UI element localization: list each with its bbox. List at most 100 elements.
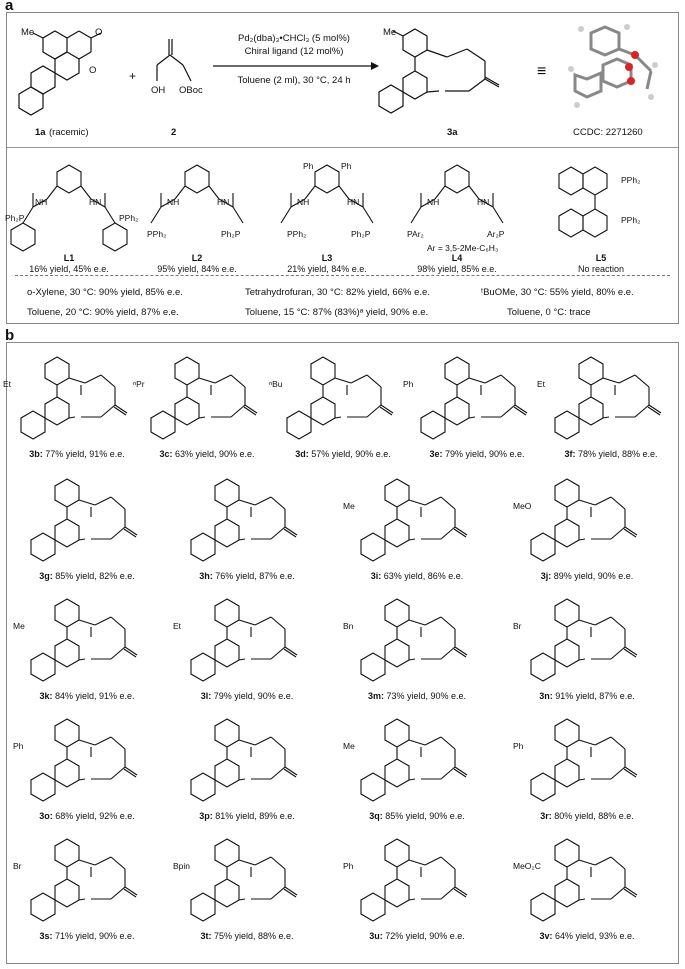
product-structure [190,718,298,802]
condition-entry-6: Toluene, 0 °C: trace [507,307,591,318]
ligand-group-label: Ph₂P [351,229,371,239]
product-id: 3p: [199,811,213,821]
product-caption: 3h: 76% yield, 87% e.e. [172,571,322,581]
condition-line-2: Chiral ligand (12 mol%) [244,46,344,57]
substituent-label: Ph [13,741,24,751]
product-caption: 3l: 79% yield, 90% e.e. [172,691,322,701]
product-result: 63% yield, 90% e.e. [174,449,255,459]
substituent-label: Et [173,621,182,631]
ligand-structure-l4 [410,164,504,224]
product-id: 3q: [369,811,383,821]
product-structure [530,718,638,802]
ligand-structure-l5 [558,166,608,238]
ligand-group-label: NH [35,197,48,207]
product-caption: 3q: 85% yield, 90% e.e. [342,811,492,821]
reagent-2-structure [156,39,192,82]
product-caption: 3g: 85% yield, 82% e.e. [12,571,162,581]
product-result: 79% yield, 90% e.e. [213,691,294,701]
product-caption: 3n: 91% yield, 87% e.e. [512,691,662,701]
ligand-group-label: NH [427,197,440,207]
product-result: 68% yield, 92% e.e. [55,811,135,821]
product-caption: 3f: 78% yield, 88% e.e. [536,449,685,459]
ligand-id-l2: L2 [191,253,203,263]
product-id: 3l: [200,691,212,701]
ligand-group-label: NH [167,197,180,207]
ligand-group-label: Ar = 3,5-2Me-C₆H₃ [427,243,499,253]
product-caption: 3s: 71% yield, 90% e.e. [12,931,162,941]
ligand-group-label: PPh₂ [119,213,139,223]
product-result: 64% yield, 93% e.e. [554,931,635,941]
condition-entry-2: Tetrahydrofuran, 30 °C: 82% yield, 66% e… [245,287,430,298]
product-id: 3i: [370,571,382,581]
ligand-group-label: HN [347,197,360,207]
product-id: 3d: [295,449,309,459]
ligand-result-l1: 16% yield, 45% e.e. [29,264,109,274]
substituent-label: Bn [343,621,354,631]
ligand-id-l1: L1 [63,253,75,263]
product-structure [530,598,638,682]
ligand-group-label: Ar₂P [487,229,505,239]
product-result: 73% yield, 90% e.e. [386,691,467,701]
dashed-separator [15,275,670,276]
substituent-label: Ph [513,741,524,751]
panel-letter-a: a [5,0,14,14]
substituent-label: Bpin [173,861,191,871]
product-result: 75% yield, 88% e.e. [213,931,294,941]
product-id: 3c: [159,449,173,459]
ligand-group-label: PPh₂ [287,229,307,239]
product-id: 3t: [200,931,212,941]
product-caption: 3o: 68% yield, 92% e.e. [12,811,162,821]
substituent-label: Me [343,501,355,511]
product-caption: 3t: 75% yield, 88% e.e. [172,931,322,941]
product-caption: 3c: 63% yield, 90% e.e. [132,449,282,459]
product-id: 3m: [367,691,384,701]
reagent-2-label: 2 [171,127,177,138]
product-structure [190,478,298,562]
product-structure [360,838,468,922]
product-structure [286,356,394,440]
product-caption: 3k: 84% yield, 91% e.e. [12,691,162,701]
product-result: 81% yield, 89% e.e. [215,811,295,821]
product-caption: 3j: 89% yield, 90% e.e. [512,571,662,581]
product-result: 85% yield, 82% e.e. [55,571,135,581]
product-caption: 3i: 63% yield, 86% e.e. [342,571,492,581]
condition-entry-1: o-Xylene, 30 °C: 90% yield, 85% e.e. [27,287,183,298]
substituent-label: Br [13,861,22,871]
product-result: 71% yield, 90% e.e. [54,931,135,941]
product-structure [190,838,298,922]
product-structure [30,598,138,682]
substituent-label: Et [537,379,546,389]
product-caption: 3v: 64% yield, 93% e.e. [512,931,662,941]
product-structure [30,838,138,922]
ligand-id-l4: L4 [451,253,463,263]
reaction-arrow [213,62,379,70]
ligand-result-l4: 98% yield, 85% e.e. [417,264,497,274]
product-structure [554,356,662,440]
product-3a-label: 3a [447,127,458,138]
reagent2-oboc: OBoc [179,85,203,96]
panel-a: a Me O O 1a (racemic) + OH OBoc [5,0,679,324]
product-result: 84% yield, 91% e.e. [54,691,135,701]
product-caption: 3d: 57% yield, 90% e.e. [268,449,418,459]
ligand-group-label: PPh₂ [621,175,641,185]
product-caption: 3u: 72% yield, 90% e.e. [342,931,492,941]
condition-line-1: Pd₂(dba)₃•CHCl₃ (5 mol%) [238,33,350,44]
product-id: 3h: [199,571,213,581]
substituent-label: ⁿPr [133,379,145,389]
product-structure [530,478,638,562]
product-structure [530,838,638,922]
ligand-group-label: HN [477,197,490,207]
reagent2-oh: OH [151,85,166,96]
product-id: 3o: [39,811,53,821]
ligand-group-label: Ph₂P [221,229,241,239]
product-structure [30,478,138,562]
carbonyl-o-label: O [95,27,103,38]
product-result: 79% yield, 90% e.e. [444,449,525,459]
substituent-label: Me [343,741,355,751]
condition-entry-5: Toluene, 15 °C: 87% (83%)ᵃ yield, 90% e.… [245,307,429,318]
product-structure [30,718,138,802]
product-structure [360,598,468,682]
product-result: 85% yield, 90% e.e. [385,811,465,821]
product-result: 76% yield, 87% e.e. [215,571,295,581]
reactant-1a-label: 1a [35,127,46,138]
